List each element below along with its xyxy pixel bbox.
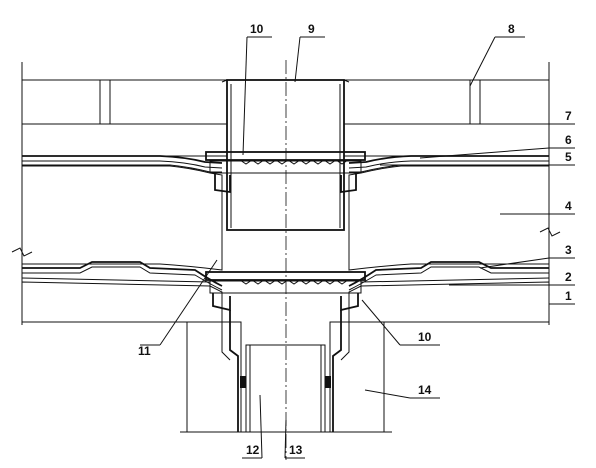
paving-slab-layer — [21, 79, 550, 125]
callout-10-bottom: 10 — [418, 330, 432, 344]
callout-10-top: 10 — [250, 22, 264, 36]
insulation-layer — [21, 165, 550, 271]
callout-6: 6 — [565, 133, 572, 147]
callout-labels: 1 2 3 4 5 6 7 8 9 10 10 11 12 13 14 — [138, 22, 572, 457]
concrete-slab-layer — [21, 281, 550, 323]
break-marks — [11, 62, 561, 325]
callout-11: 11 — [138, 344, 151, 358]
callout-5: 5 — [565, 150, 572, 164]
callout-1: 1 — [565, 289, 572, 303]
callout-14: 14 — [418, 383, 432, 397]
callout-9: 9 — [308, 22, 315, 36]
upper-membrane-layers — [22, 155, 549, 173]
leader-lines — [140, 36, 575, 459]
callout-3: 3 — [565, 243, 572, 257]
drain-body — [205, 60, 366, 460]
lower-membrane-layers — [21, 261, 550, 291]
callout-12: 12 — [246, 443, 260, 457]
callout-4: 4 — [565, 199, 572, 213]
callout-7: 7 — [565, 109, 572, 123]
callout-13: 13 — [289, 443, 303, 457]
callout-2: 2 — [565, 270, 572, 284]
callout-8: 8 — [508, 22, 515, 36]
